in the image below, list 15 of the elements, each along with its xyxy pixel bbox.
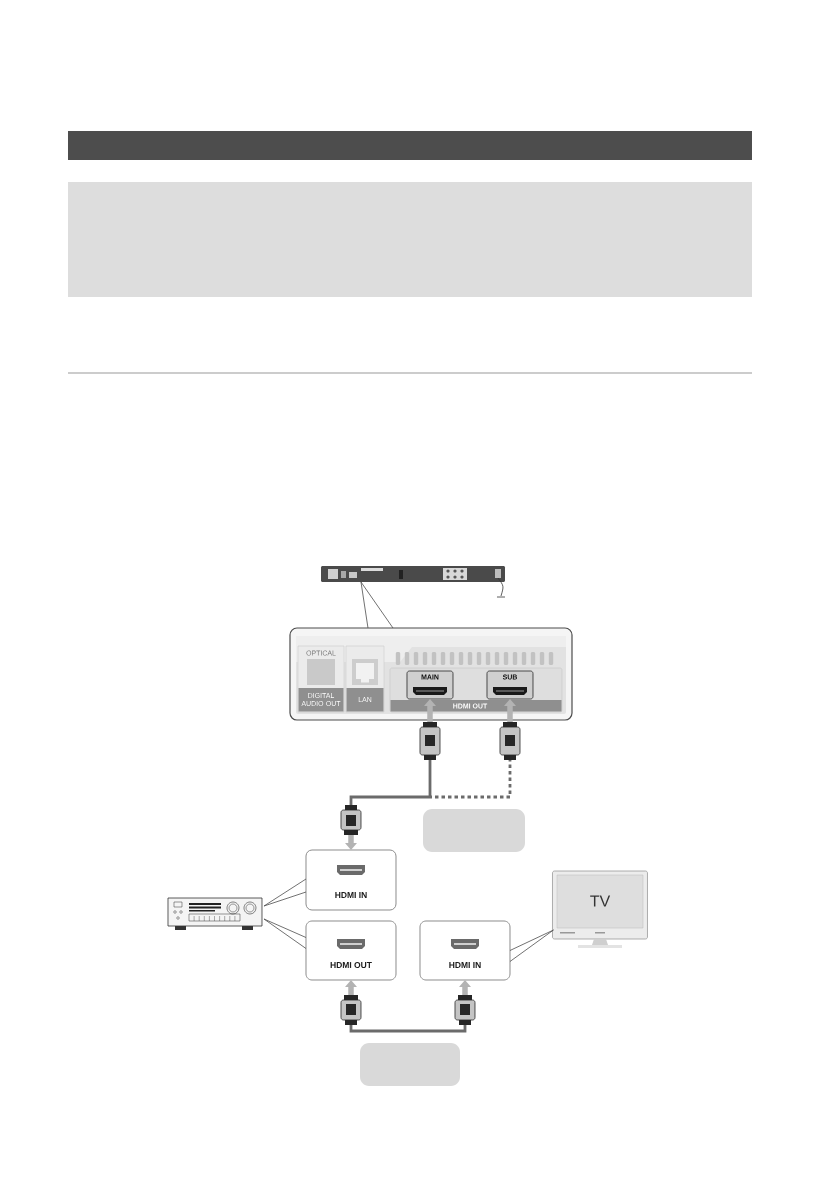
callout-line [509, 929, 554, 962]
label-box [360, 1043, 460, 1086]
hdmi-cable [430, 699, 516, 799]
port-closeup: HDMI IN [305, 849, 397, 911]
receiver-drawing [167, 897, 263, 930]
port-closeup: HDMI OUT [305, 920, 397, 981]
port-closeup: HDMI IN [419, 920, 511, 981]
callout-line [263, 878, 307, 907]
hdmi-cable [345, 980, 471, 1033]
label-box [423, 809, 525, 852]
hdmi-cable [345, 795, 430, 850]
callout-line [263, 918, 307, 949]
player-drawing [321, 566, 506, 598]
callout-line [360, 581, 394, 629]
television: TV [552, 870, 648, 948]
